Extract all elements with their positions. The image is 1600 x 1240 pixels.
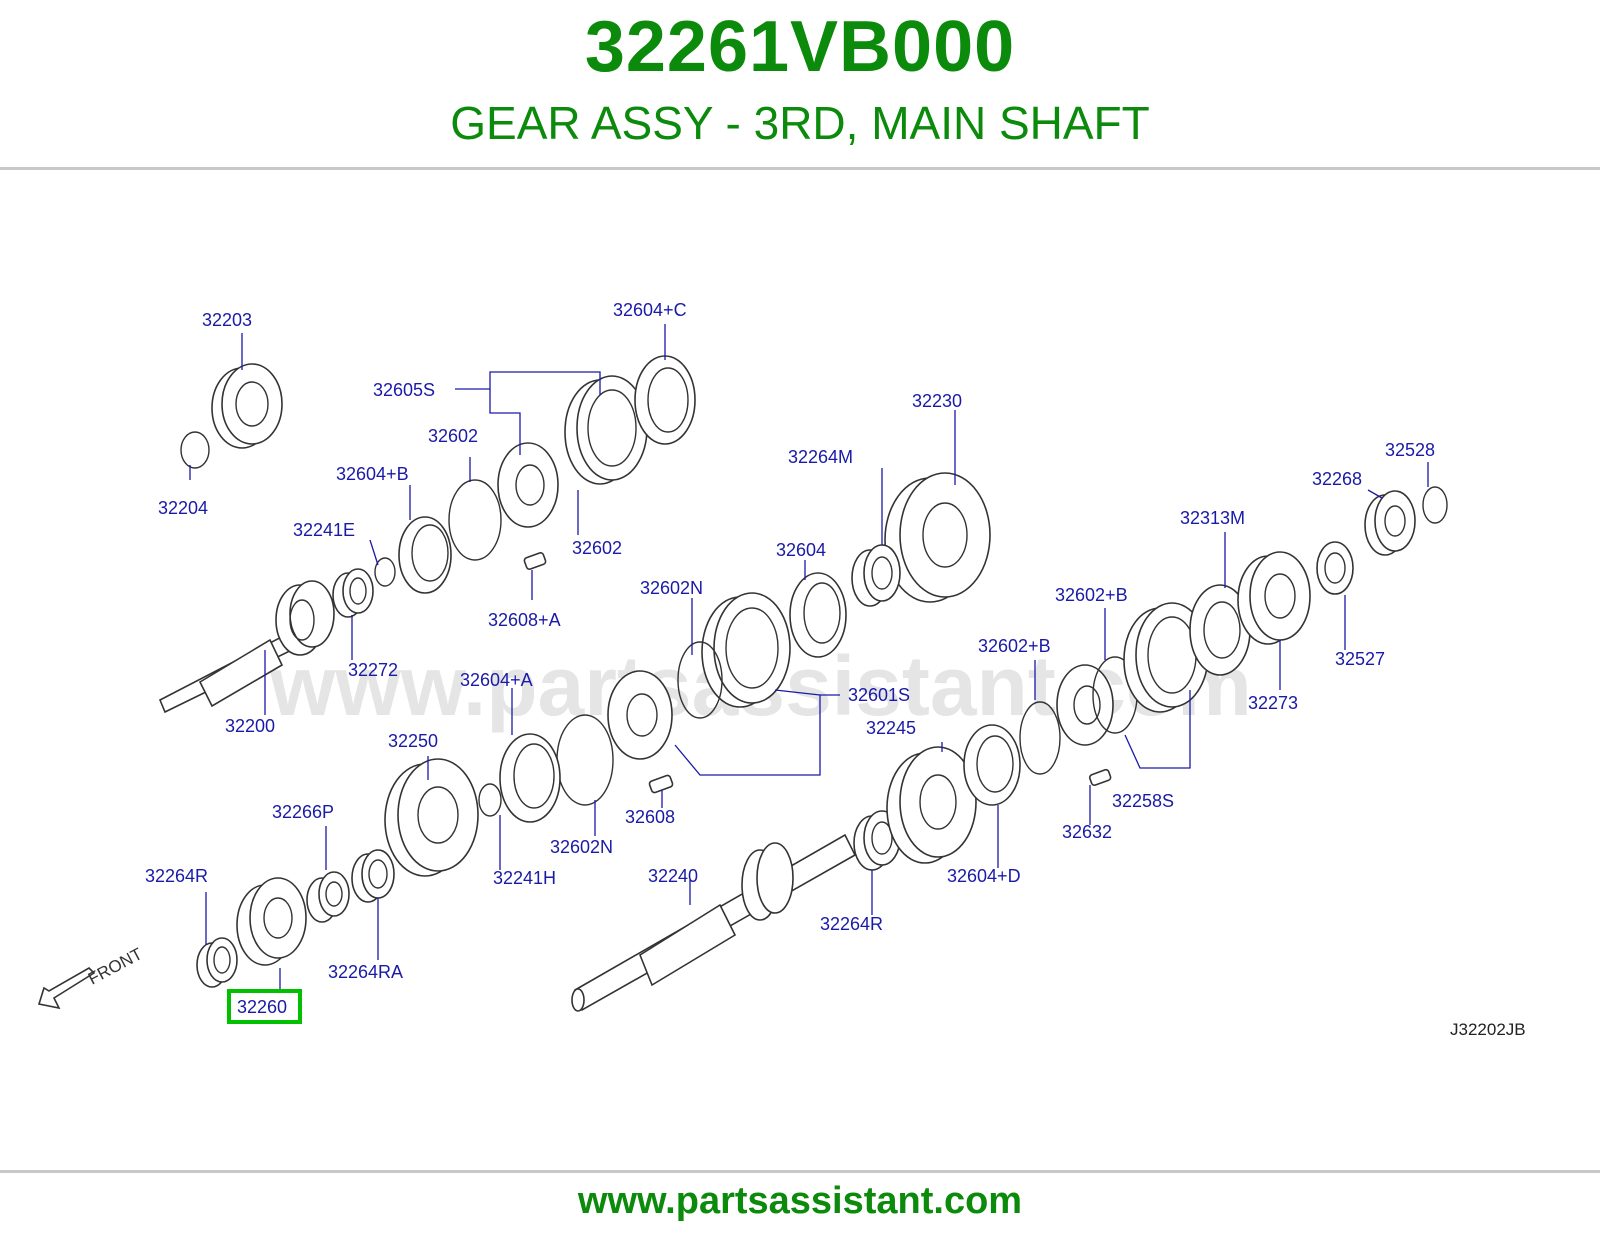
label-32604C[interactable]: 32604+C [613, 300, 687, 320]
label-32608[interactable]: 32608 [625, 807, 675, 827]
label-32264R-mid[interactable]: 32264R [820, 914, 883, 934]
label-32273[interactable]: 32273 [1248, 693, 1298, 713]
gear-32250 [384, 758, 479, 877]
needle-bearing-32272 [332, 568, 374, 618]
label-32601S[interactable]: 32601S [848, 685, 910, 705]
label-32602B-b[interactable]: 32602+B [1055, 585, 1128, 605]
label-32602N-top[interactable]: 32602N [640, 578, 703, 598]
label-32264R-left[interactable]: 32264R [145, 866, 208, 886]
header-divider [0, 167, 1600, 170]
spacer-32527 [1316, 541, 1354, 595]
needle-bearing-32264M [851, 544, 901, 607]
baulk-ring-32604B [398, 516, 452, 594]
spring-32602B-a [1019, 701, 1061, 775]
label-32266P[interactable]: 32266P [272, 802, 334, 822]
label-32313M[interactable]: 32313M [1180, 508, 1245, 528]
bushing-32266P [306, 871, 350, 923]
baulk-ring-32604C [634, 355, 696, 445]
hub-32605S [497, 442, 559, 528]
label-32264RA[interactable]: 32264RA [328, 962, 403, 982]
input-shaft-32200 [158, 580, 335, 714]
gear-32245 [886, 746, 977, 864]
label-32200[interactable]: 32200 [225, 716, 275, 736]
insert-key-32632 [1088, 768, 1112, 787]
label-32608A[interactable]: 32608+A [488, 610, 561, 630]
label-32258S[interactable]: 32258S [1112, 791, 1174, 811]
snap-ring-32241H [478, 783, 502, 817]
front-direction-indicator: FRONT [37, 944, 146, 1010]
hub-32601S [607, 670, 673, 760]
sleeve-32605S [564, 375, 648, 485]
bearing-32273 [1237, 551, 1311, 645]
baulk-ring-32604 [789, 572, 847, 658]
label-32604A[interactable]: 32604+A [460, 670, 533, 690]
label-32602N-bottom[interactable]: 32602N [550, 837, 613, 857]
label-32268[interactable]: 32268 [1312, 469, 1362, 489]
label-32241H[interactable]: 32241H [493, 868, 556, 888]
baulk-ring-32604A [499, 733, 561, 823]
label-32604[interactable]: 32604 [776, 540, 826, 560]
label-32528[interactable]: 32528 [1385, 440, 1435, 460]
label-32527[interactable]: 32527 [1335, 649, 1385, 669]
front-label: FRONT [85, 944, 146, 988]
exploded-parts-diagram: www.partsassistant.com [0, 170, 1600, 1170]
snap-ring-32241E [374, 557, 396, 587]
snap-ring-32204 [180, 431, 210, 469]
baulk-ring-32604D [963, 724, 1021, 806]
label-32602B-a[interactable]: 32602+B [978, 636, 1051, 656]
needle-bearing-32264RA [351, 849, 395, 903]
label-32272[interactable]: 32272 [348, 660, 398, 680]
label-32230[interactable]: 32230 [912, 391, 962, 411]
insert-key-32608 [648, 774, 674, 794]
snap-ring-32528 [1422, 486, 1448, 524]
front-arrow-icon [37, 967, 96, 1010]
needle-bearing-32264R-left [196, 937, 238, 988]
label-32605S[interactable]: 32605S [373, 380, 435, 400]
diagram-canvas: www.partsassistant.com [37, 300, 1526, 1039]
gear-32230 [884, 472, 991, 603]
insert-key-32608A [523, 551, 547, 571]
highlight-box-32260 [227, 989, 302, 1024]
diagram-code: J32202JB [1450, 1020, 1526, 1039]
label-32260[interactable]: 32260 [237, 997, 287, 1017]
gear-32260 [236, 877, 307, 966]
footer-url[interactable]: www.partsassistant.com [577, 1180, 1023, 1222]
label-32245[interactable]: 32245 [866, 718, 916, 738]
label-32240[interactable]: 32240 [648, 866, 698, 886]
label-32241E[interactable]: 32241E [293, 520, 355, 540]
label-32604B[interactable]: 32604+B [336, 464, 409, 484]
label-32264M[interactable]: 32264M [788, 447, 853, 467]
header: 32261VB000 GEAR ASSY - 3RD, MAIN SHAFT [0, 0, 1600, 170]
label-32632[interactable]: 32632 [1062, 822, 1112, 842]
label-32604D[interactable]: 32604+D [947, 866, 1021, 886]
footer-divider [0, 1170, 1600, 1173]
bearing-32203 [211, 363, 283, 449]
bearing-32268 [1364, 490, 1416, 556]
sleeve-32601S [701, 592, 791, 708]
hub-32258S [1056, 664, 1114, 746]
spring-32602N-top [677, 641, 723, 719]
label-32250[interactable]: 32250 [388, 731, 438, 751]
leader-lines [189, 324, 1429, 990]
main-shaft-32240 [571, 833, 857, 1012]
label-32602-b[interactable]: 32602 [572, 538, 622, 558]
label-32203[interactable]: 32203 [202, 310, 252, 330]
label-32204[interactable]: 32204 [158, 498, 208, 518]
part-number-title: 32261VB000 [584, 7, 1016, 87]
part-description: GEAR ASSY - 3RD, MAIN SHAFT [450, 97, 1150, 149]
label-32602-a[interactable]: 32602 [428, 426, 478, 446]
part-labels: 32203 32204 32605S 32604+C 32602 32602 3… [145, 300, 1435, 1024]
spring-32602 [448, 479, 502, 561]
